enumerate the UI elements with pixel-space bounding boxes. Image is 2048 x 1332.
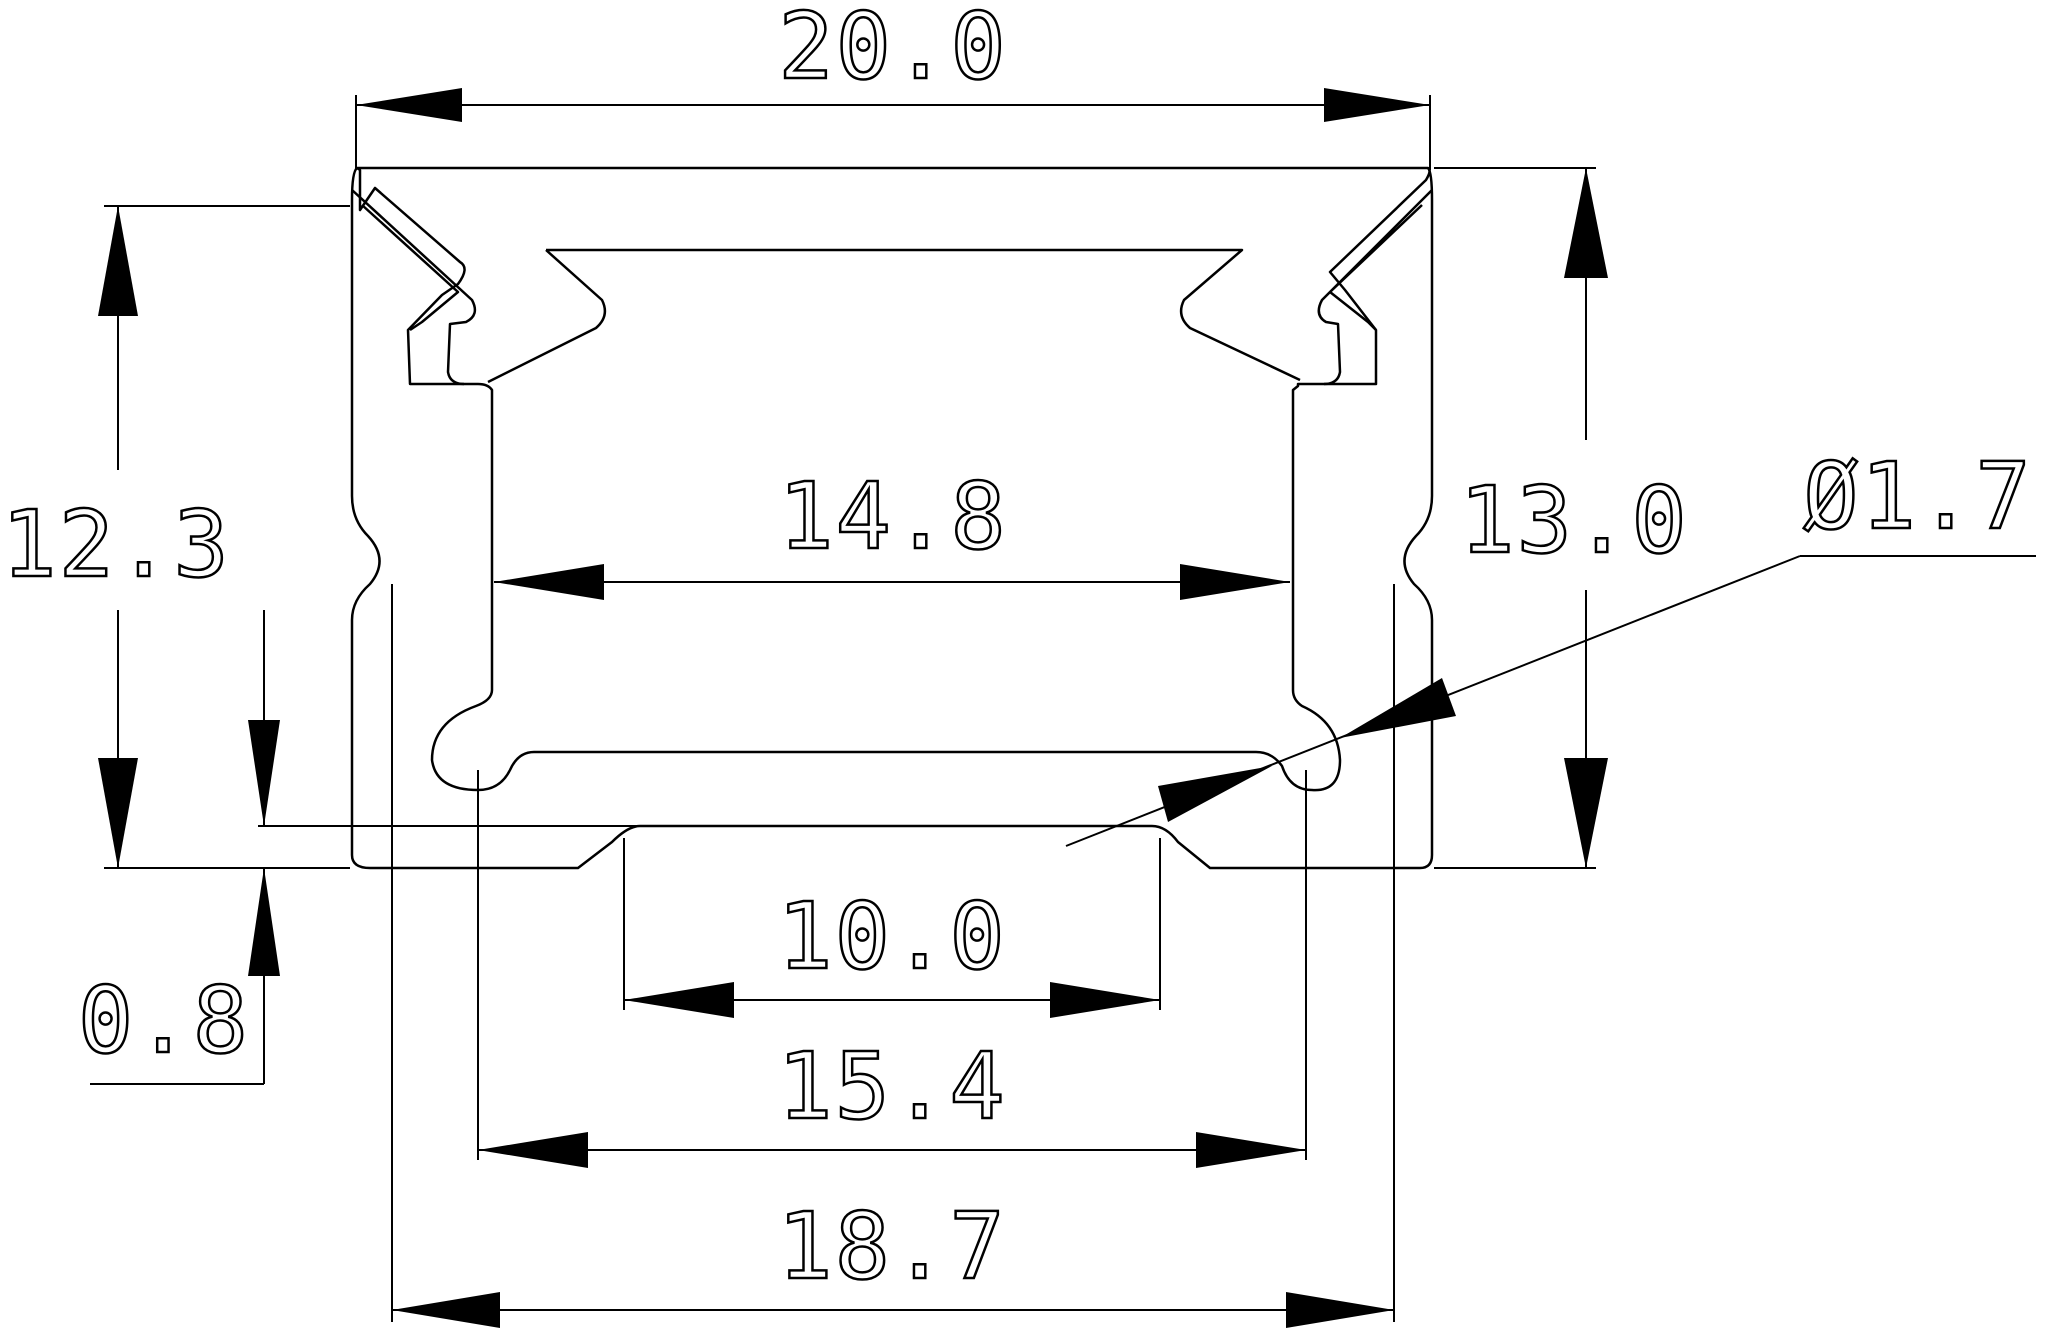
arrow-08-top xyxy=(248,720,280,826)
arrow-187-left xyxy=(392,1292,500,1328)
arrow-13-bottom xyxy=(1564,758,1608,868)
profile-outline xyxy=(350,166,1434,870)
arrow-154-left xyxy=(478,1132,588,1168)
arrow-20-right xyxy=(1324,88,1430,122)
label-base-thickness: 0.8 xyxy=(78,967,250,1074)
arrow-123-bottom xyxy=(98,758,138,868)
arrow-13-top xyxy=(1564,168,1608,278)
label-inner-width: 14.8 xyxy=(778,463,1008,570)
label-inner-height: 12.3 xyxy=(1,491,231,598)
arrow-diameter-lower xyxy=(1158,766,1272,822)
arrow-20-left xyxy=(356,88,462,122)
arrow-123-top xyxy=(98,206,138,316)
arrow-08-bottom xyxy=(248,868,280,976)
arrow-100-right xyxy=(1050,982,1160,1018)
dimension-lines xyxy=(90,88,2036,1328)
arrow-148-left xyxy=(494,564,604,600)
arrow-154-right xyxy=(1196,1132,1306,1168)
label-hole-spacing: 15.4 xyxy=(777,1033,1007,1140)
label-hole-diameter: Ø1.7 xyxy=(1803,443,2033,550)
label-overall-width: 20.0 xyxy=(778,0,1008,100)
arrow-diameter-upper xyxy=(1340,678,1456,738)
arrow-148-right xyxy=(1180,564,1290,600)
label-groove-width: 18.7 xyxy=(777,1193,1007,1300)
label-overall-height: 13.0 xyxy=(1459,467,1689,574)
arrow-100-left xyxy=(624,982,734,1018)
label-bottom-opening: 10.0 xyxy=(777,883,1007,990)
arrow-187-right xyxy=(1286,1292,1394,1328)
dimension-labels: 20.0 13.0 12.3 14.8 Ø1.7 10.0 0.8 15.4 1… xyxy=(0,0,2033,1301)
